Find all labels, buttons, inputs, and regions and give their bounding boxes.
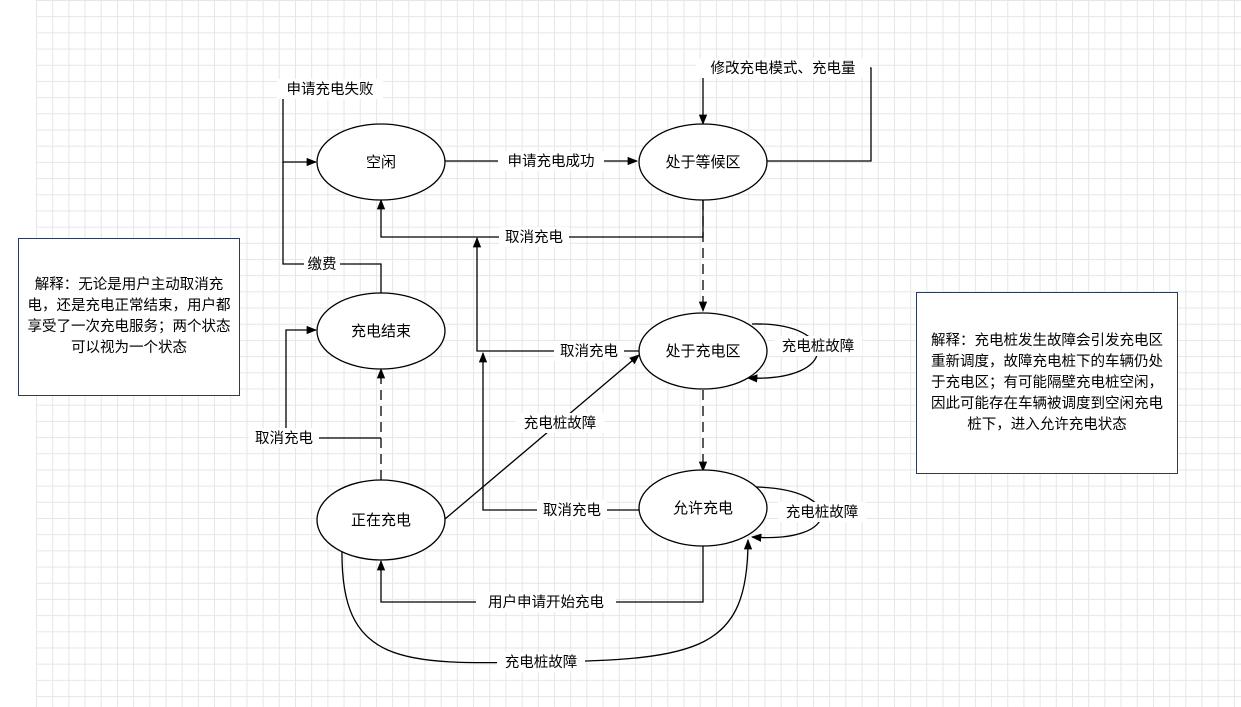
note-right-text: 解释：充电桩发生故障会引发充电区重新调度，故障充电桩下的车辆仍处于充电区；有可能… [931, 332, 1163, 433]
label-apply-success: 申请充电成功 [498, 151, 604, 171]
svg-text:处于等候区: 处于等候区 [665, 153, 740, 171]
label-fault-allowed-loop: 充电桩故障 [778, 502, 866, 522]
svg-text:充电桩故障: 充电桩故障 [782, 337, 855, 355]
state-charging: 正在充电 [316, 479, 446, 561]
edge-modify-loop [698, 67, 872, 162]
state-charging-area: 处于充电区 [638, 312, 768, 390]
note-left: 解释：无论是用户主动取消充电，还是充电正常结束，用户都享受了一次充电服务；两个状… [18, 238, 240, 396]
label-cancel-area: 取消充电 [554, 341, 624, 361]
state-waiting: 处于等候区 [638, 123, 768, 201]
svg-text:充电桩故障: 充电桩故障 [505, 653, 578, 671]
svg-text:取消充电: 取消充电 [543, 502, 601, 519]
svg-text:充电桩故障: 充电桩故障 [786, 503, 859, 521]
svg-text:允许充电: 允许充电 [673, 499, 733, 517]
svg-text:处于充电区: 处于充电区 [665, 342, 740, 360]
edge-fault-charging-to-area [444, 354, 640, 520]
svg-text:充电桩故障: 充电桩故障 [524, 414, 597, 432]
edge-cancel-charging [285, 325, 381, 439]
label-modify: 修改充电模式、充电量 [696, 58, 870, 78]
label-start-charging: 用户申请开始充电 [476, 592, 616, 612]
svg-text:修改充电模式、充电量: 修改充电模式、充电量 [711, 60, 856, 77]
state-idle: 空闲 [316, 123, 446, 201]
label-fault-charging-to-allowed: 充电桩故障 [497, 652, 585, 672]
state-ended: 充电结束 [316, 292, 446, 370]
svg-text:取消充电: 取消充电 [560, 343, 618, 360]
label-cancel-allowed: 取消充电 [537, 500, 607, 520]
svg-text:正在充电: 正在充电 [351, 511, 411, 529]
edge-cancel-area [472, 236, 639, 352]
label-pay: 缴费 [304, 254, 340, 274]
label-fault-charging-to-area: 充电桩故障 [516, 413, 604, 433]
svg-text:申请充电成功: 申请充电成功 [508, 153, 595, 170]
state-allowed: 允许充电 [638, 469, 768, 547]
svg-text:充电结束: 充电结束 [351, 322, 411, 340]
svg-text:取消充电: 取消充电 [505, 229, 563, 246]
label-fault-area-loop: 充电桩故障 [774, 336, 862, 356]
note-right: 解释：充电桩发生故障会引发充电区重新调度，故障充电桩下的车辆仍处于充电区；有可能… [916, 292, 1178, 474]
svg-text:空闲: 空闲 [366, 153, 396, 171]
label-apply-fail: 申请充电失败 [277, 79, 383, 99]
label-cancel-charging: 取消充电 [249, 428, 319, 448]
note-left-text: 解释：无论是用户主动取消充电，还是充电正常结束，用户都享受了一次充电服务；两个状… [27, 277, 231, 356]
svg-text:缴费: 缴费 [308, 256, 337, 273]
label-cancel-waiting: 取消充电 [499, 227, 569, 247]
svg-text:用户申请开始充电: 用户申请开始充电 [488, 594, 604, 611]
svg-text:申请充电失败: 申请充电失败 [287, 81, 374, 98]
svg-text:取消充电: 取消充电 [255, 430, 313, 447]
